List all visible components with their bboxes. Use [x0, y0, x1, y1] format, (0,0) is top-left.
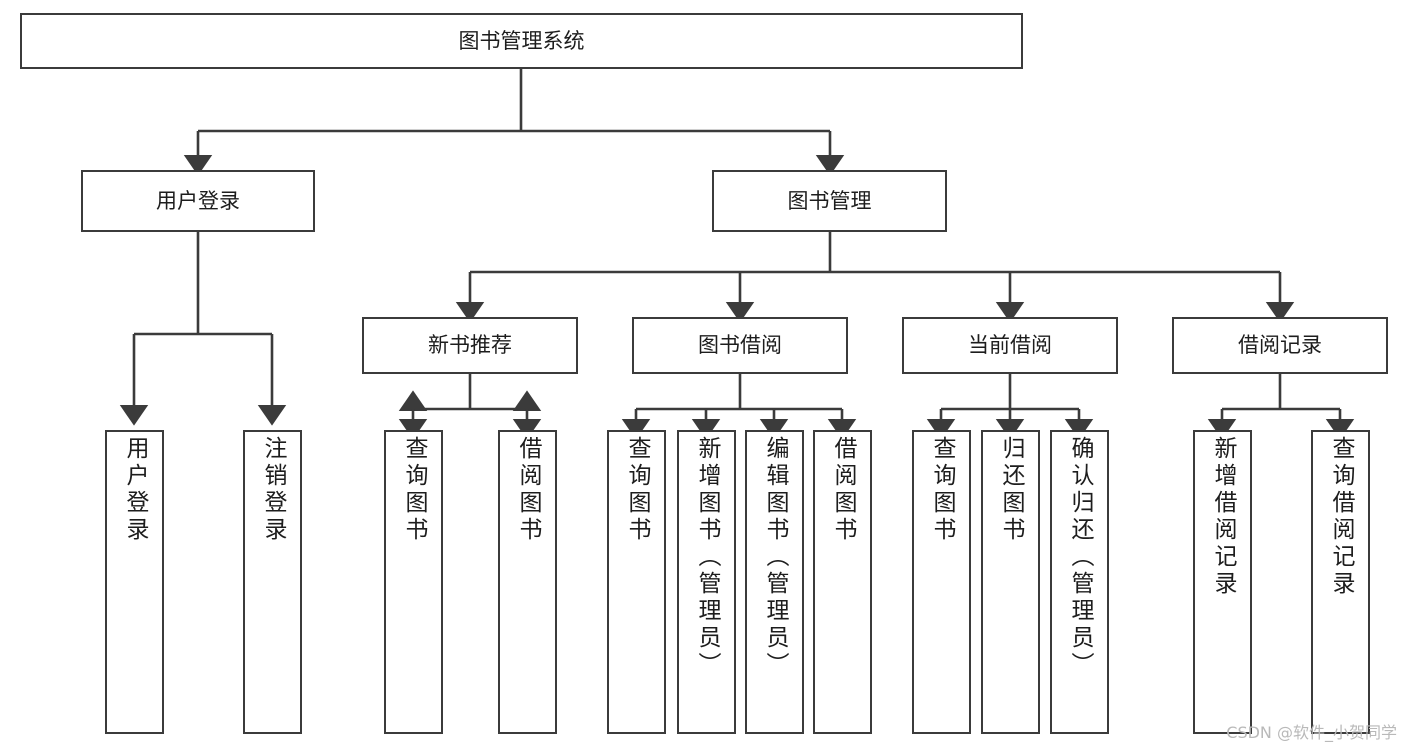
leaf-book-borrow-query-book[interactable]: 查询图书 — [607, 430, 666, 734]
node-book-borrow-label: 图书借阅 — [698, 333, 782, 358]
node-current-borrow-label: 当前借阅 — [968, 333, 1052, 358]
leaf-label: 用户登录 — [122, 436, 148, 544]
leaf-current-borrow-return-book[interactable]: 归还图书 — [981, 430, 1040, 734]
leaf-label: 查询图书 — [929, 436, 955, 544]
csdn-watermark: CSDN @软件_小贺同学 — [1226, 723, 1397, 742]
node-new-book-recommend[interactable]: 新书推荐 — [362, 317, 578, 374]
leaf-user-login-login[interactable]: 用户登录 — [105, 430, 164, 734]
leaf-book-borrow-borrow-book[interactable]: 借阅图书 — [813, 430, 872, 734]
leaf-label: 编辑图书（管理员） — [762, 436, 788, 679]
leaf-new-book-query-book[interactable]: 查询图书 — [384, 430, 443, 734]
node-borrow-record-label: 借阅记录 — [1238, 333, 1322, 358]
leaf-book-borrow-add-book[interactable]: 新增图书（管理员） — [677, 430, 736, 734]
leaf-label: 借阅图书 — [515, 436, 541, 544]
node-root-label: 图书管理系统 — [458, 28, 585, 53]
node-user-login[interactable]: 用户登录 — [81, 170, 315, 232]
leaf-label: 借阅图书 — [830, 436, 856, 544]
leaf-book-borrow-edit-book[interactable]: 编辑图书（管理员） — [745, 430, 804, 734]
leaf-label: 查询图书 — [624, 436, 650, 544]
leaf-label: 查询图书 — [401, 436, 427, 544]
node-book-management[interactable]: 图书管理 — [712, 170, 947, 232]
leaf-current-borrow-query-book[interactable]: 查询图书 — [912, 430, 971, 734]
leaf-new-book-borrow-book[interactable]: 借阅图书 — [498, 430, 557, 734]
leaf-current-borrow-confirm-return[interactable]: 确认归还（管理员） — [1050, 430, 1109, 734]
leaf-label: 新增借阅记录 — [1210, 436, 1236, 598]
leaf-borrow-record-query-record[interactable]: 查询借阅记录 — [1311, 430, 1370, 734]
node-book-management-label: 图书管理 — [787, 188, 872, 213]
node-new-book-recommend-label: 新书推荐 — [428, 333, 512, 358]
node-current-borrow[interactable]: 当前借阅 — [902, 317, 1118, 374]
leaf-borrow-record-add-record[interactable]: 新增借阅记录 — [1193, 430, 1252, 734]
node-user-login-label: 用户登录 — [156, 188, 240, 213]
node-borrow-record[interactable]: 借阅记录 — [1172, 317, 1388, 374]
leaf-label: 确认归还（管理员） — [1067, 436, 1093, 679]
node-book-borrow[interactable]: 图书借阅 — [632, 317, 848, 374]
leaf-label: 新增图书（管理员） — [694, 436, 720, 679]
node-root[interactable]: 图书管理系统 — [20, 13, 1023, 69]
leaf-label: 归还图书 — [998, 436, 1024, 544]
leaf-label: 查询借阅记录 — [1328, 436, 1354, 598]
leaf-user-login-logout[interactable]: 注销登录 — [243, 430, 302, 734]
leaf-label: 注销登录 — [260, 436, 286, 544]
